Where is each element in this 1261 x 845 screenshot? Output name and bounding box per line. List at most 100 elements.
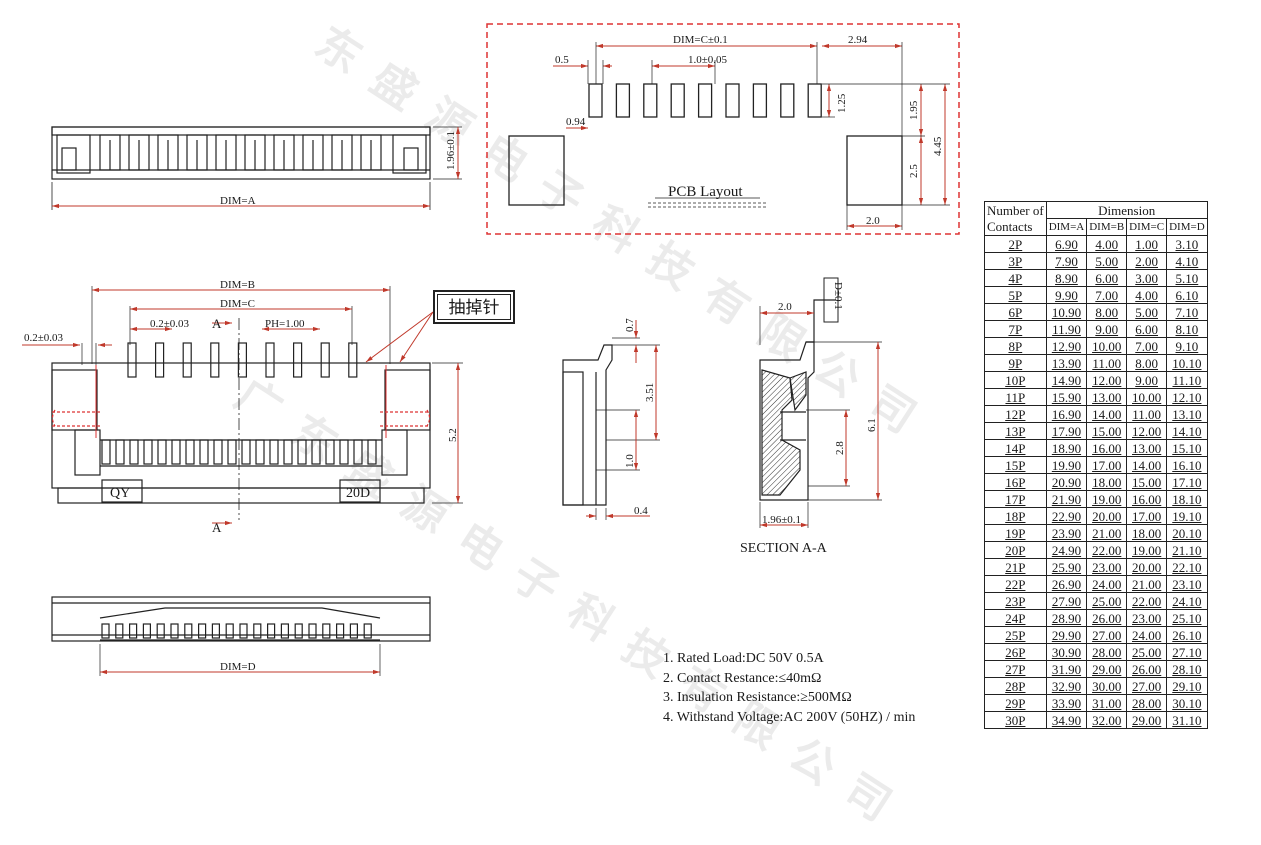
dimension-cell: 27.90 [1045, 592, 1088, 610]
section-dim-28: 2.8 [834, 441, 846, 455]
dimension-cell: 15.00 [1086, 422, 1128, 440]
top-pin [320, 342, 330, 378]
dimension-cell: 25.00 [1126, 643, 1168, 661]
dimension-cell: 9.00 [1126, 371, 1168, 389]
bottom-view-pin [239, 623, 248, 639]
top-pin [182, 342, 192, 378]
bottom-row-pin [339, 439, 349, 465]
dimension-cell: 24.90 [1045, 541, 1088, 559]
dimension-cell: 7.00 [1086, 286, 1128, 304]
dimension-cell: 11.00 [1126, 405, 1168, 423]
dimension-cell: 18.00 [1126, 524, 1168, 542]
bottom-view-pin [322, 623, 331, 639]
front-width-dim: DIM=A [220, 195, 256, 207]
pcb-dim-094: 0.94 [566, 116, 586, 128]
pcb-title: PCB Layout [668, 184, 743, 200]
dimension-cell: 8.00 [1086, 303, 1128, 321]
contacts-cell: 23P [984, 592, 1047, 610]
dimension-cell: 30.90 [1045, 643, 1088, 661]
dimension-cell: 21.00 [1086, 524, 1128, 542]
dimension-cell: 25.00 [1086, 592, 1128, 610]
bottom-row-pin [157, 439, 167, 465]
dimension-cell: 3.00 [1126, 269, 1168, 287]
dimension-cell: 28.00 [1126, 694, 1168, 712]
dimension-cell: 23.00 [1086, 558, 1128, 576]
side-dim-351: 3.51 [644, 383, 656, 402]
side-view [562, 320, 660, 520]
dimension-cell: 31.90 [1045, 660, 1088, 678]
dimension-cell: 16.00 [1126, 490, 1168, 508]
top-dim-b: DIM=B [220, 279, 255, 291]
dimension-cell: 29.00 [1126, 711, 1168, 729]
dimension-cell: 4.10 [1166, 252, 1208, 270]
note-line: 4. Withstand Voltage:AC 200V (50HZ) / mi… [663, 709, 916, 725]
bottom-view-pin [253, 623, 262, 639]
dimension-cell: 33.90 [1045, 694, 1088, 712]
dimension-cell: 7.00 [1126, 337, 1168, 355]
dimension-cell: 9.90 [1045, 286, 1088, 304]
contacts-cell: 12P [984, 405, 1047, 423]
dimension-cell: 7.10 [1166, 303, 1208, 321]
bottom-row-pin [185, 439, 195, 465]
dimension-cell: 13.10 [1166, 405, 1208, 423]
contacts-cell: 3P [984, 252, 1047, 270]
dimension-cell: 11.10 [1166, 371, 1208, 389]
top-pin [237, 342, 247, 378]
contacts-cell: 21P [984, 558, 1047, 576]
pcb-pad [697, 83, 713, 118]
dimension-cell: 17.90 [1045, 422, 1088, 440]
top-pin [293, 342, 303, 378]
dimension-cell: 19.00 [1126, 541, 1168, 559]
bottom-view-pin [294, 623, 303, 639]
pcb-dim-c: DIM=C±0.1 [673, 34, 728, 46]
dimension-cell: 27.00 [1126, 677, 1168, 695]
dimension-cell: 10.10 [1166, 354, 1208, 372]
dimension-cell: 14.00 [1126, 456, 1168, 474]
dimension-cell: 22.00 [1126, 592, 1168, 610]
front-view [51, 126, 462, 210]
pcb-dim-20: 2.0 [866, 215, 880, 227]
dimension-cell: 34.90 [1045, 711, 1088, 729]
contacts-cell: 5P [984, 286, 1047, 304]
section-title: SECTION A-A [740, 541, 828, 556]
note-line: 3. Insulation Resistance:≥500MΩ [663, 690, 852, 705]
front-height-dim: 1.96±0.1 [445, 131, 457, 170]
dimension-cell: 32.00 [1086, 711, 1128, 729]
dimension-cell: 26.10 [1166, 626, 1208, 644]
section-mark-bottom: A [212, 520, 222, 535]
dimension-cell: 6.90 [1045, 235, 1088, 253]
dimension-cell: 14.10 [1166, 422, 1208, 440]
contacts-cell: 17P [984, 490, 1047, 508]
dimension-cell: 2.00 [1126, 252, 1168, 270]
dimension-cell: 9.10 [1166, 337, 1208, 355]
dimension-cell: 29.10 [1166, 677, 1208, 695]
dimension-cell: 20.00 [1126, 558, 1168, 576]
dimension-header: Dimension [1045, 201, 1208, 219]
dimension-cell: 30.00 [1086, 677, 1128, 695]
top-dim-52: 5.2 [447, 428, 459, 442]
dimension-cell: 27.00 [1086, 626, 1128, 644]
dimension-cell: 23.00 [1126, 609, 1168, 627]
bottom-view-pin [211, 623, 220, 639]
dimension-cell: 10.00 [1086, 337, 1128, 355]
dimension-cell: 16.90 [1045, 405, 1088, 423]
dimension-cell: 18.90 [1045, 439, 1088, 457]
bottom-row-pin [325, 439, 335, 465]
dimension-table: Number of Contacts Dimension DIM=A DIM=B… [984, 201, 1208, 729]
